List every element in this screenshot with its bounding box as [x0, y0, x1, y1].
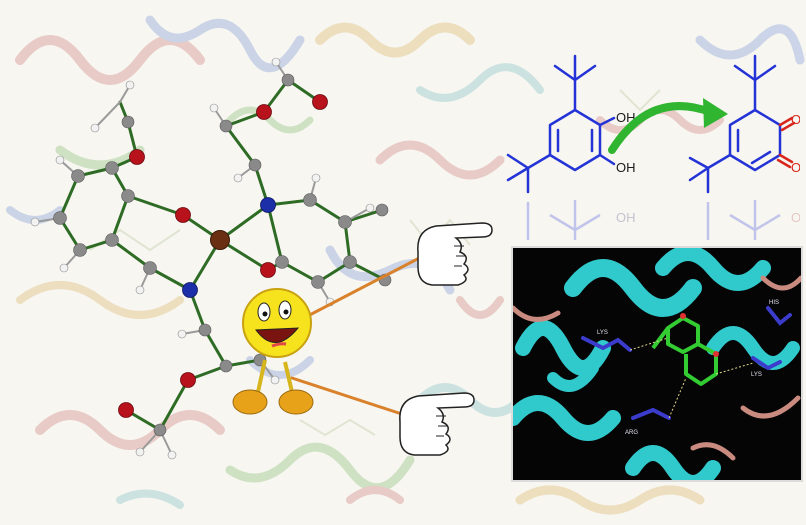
residue-label: HIS — [769, 300, 779, 306]
reaction-arrow-icon — [608, 98, 728, 154]
copper-complex-ball-and-stick — [30, 57, 392, 460]
residue-label: ARG — [625, 430, 638, 436]
substrate-catechol — [506, 54, 616, 194]
reflection-oh: OH — [616, 210, 636, 225]
residue-label: LYS — [597, 330, 608, 336]
helix-ribbons — [513, 248, 800, 480]
reaction-scheme: OH OH O O — [506, 54, 800, 240]
binding-residues — [581, 306, 792, 420]
scheme-reflection — [526, 200, 781, 240]
residue-label: LYS — [751, 372, 762, 378]
smiley-mascot-icon — [232, 288, 314, 415]
pointing-hand-icon — [399, 392, 475, 456]
docking-inset: LYS LYS HIS ARG — [511, 246, 803, 482]
product-o-bottom: O — [791, 160, 800, 175]
loop-ribbons — [513, 275, 801, 461]
substrate-oh-bottom: OH — [616, 160, 636, 175]
reflection-o: O — [791, 210, 800, 225]
pointing-hand-icon — [417, 222, 493, 286]
product-o-top: O — [791, 112, 800, 127]
